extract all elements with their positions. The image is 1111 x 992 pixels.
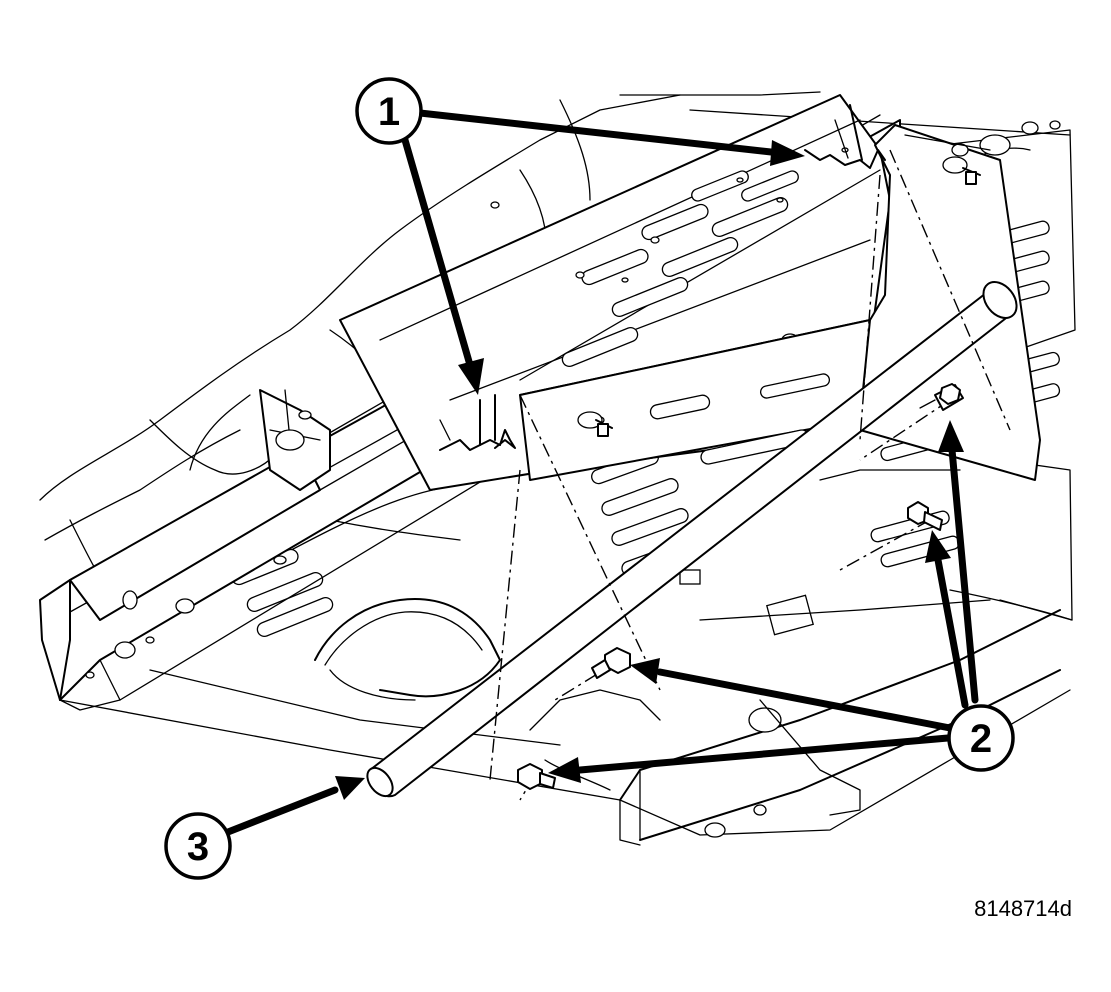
callout-1: 1 — [355, 77, 423, 145]
hanger-left — [439, 394, 516, 451]
figure-id: 8148714d — [974, 896, 1072, 921]
hanger-right — [804, 104, 886, 169]
callout-3-number: 3 — [187, 825, 209, 869]
callout-3: 3 — [164, 812, 232, 880]
callout-2-number: 2 — [970, 717, 992, 761]
tube-part-3 — [366, 281, 1018, 798]
callout-2: 2 — [947, 704, 1015, 772]
push-pin-left — [577, 411, 613, 437]
bolt-4 — [517, 763, 556, 790]
push-pin-right — [942, 156, 981, 185]
callout-leaders — [224, 109, 979, 836]
bolt-3 — [591, 647, 631, 679]
bolt-2 — [907, 501, 943, 531]
bolt-1 — [919, 383, 964, 411]
callout-1-number: 1 — [378, 90, 400, 134]
